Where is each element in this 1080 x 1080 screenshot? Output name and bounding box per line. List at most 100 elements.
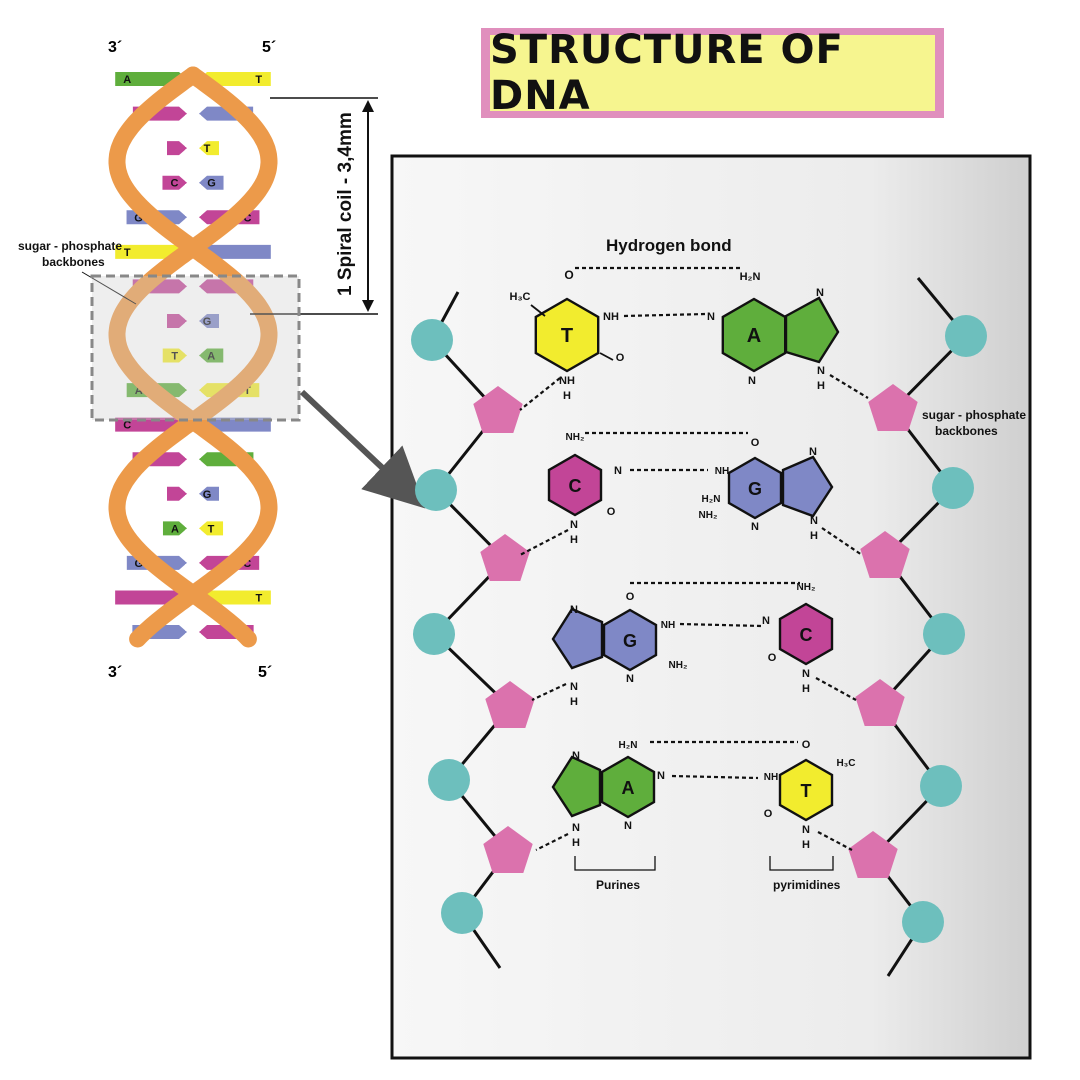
right-base-letter: T bbox=[255, 592, 262, 604]
right-phosphate bbox=[909, 910, 937, 938]
adenine-pentagon bbox=[551, 755, 602, 818]
helix-backbone-label-line2: backbones bbox=[42, 255, 105, 269]
coil-label: 1 Spiral coil - 3,4mm bbox=[335, 112, 356, 296]
glycosidic-bond bbox=[519, 377, 561, 411]
glycosidic-bond bbox=[815, 677, 857, 701]
atom-label: N bbox=[626, 673, 634, 685]
right-base-letter: T bbox=[204, 143, 211, 155]
right-sugar bbox=[848, 831, 898, 878]
zoom-region-box bbox=[90, 274, 301, 422]
base-pair: T bbox=[115, 590, 271, 605]
atom-label: O bbox=[768, 652, 777, 664]
adenine-ring bbox=[600, 755, 656, 819]
cytosine-letter: C bbox=[569, 476, 582, 496]
guanine-ring bbox=[602, 608, 658, 672]
right-phosphate bbox=[920, 765, 962, 807]
cytosine-letter: C bbox=[800, 625, 813, 645]
adenine-letter: A bbox=[622, 778, 635, 798]
hydrogen-bond-label: Hydrogen bond bbox=[606, 236, 732, 255]
left-phosphate bbox=[413, 613, 455, 655]
atom-label: H₃C bbox=[510, 291, 531, 303]
atom-label: NH₂ bbox=[566, 432, 585, 443]
right-base-letter: C bbox=[243, 212, 251, 224]
left-base-letter: C bbox=[123, 420, 131, 432]
right-base-block bbox=[199, 590, 271, 605]
helix-top-left-end: 3´ bbox=[108, 39, 122, 56]
guanine-letter: G bbox=[748, 479, 762, 499]
glycosidic-bond bbox=[531, 683, 567, 701]
left-base-letter: T bbox=[171, 351, 178, 363]
left-sugar bbox=[480, 534, 530, 581]
atom-label: H₂N bbox=[619, 740, 638, 751]
left-sugar bbox=[485, 681, 535, 728]
atom-label: N bbox=[570, 681, 578, 693]
atom-label: N bbox=[802, 824, 810, 836]
left-base-block bbox=[162, 175, 187, 190]
guanine-letter: G bbox=[623, 631, 637, 651]
cytosine-ring bbox=[547, 453, 603, 517]
atom-label: NH bbox=[559, 375, 575, 387]
purines-bracket bbox=[574, 856, 656, 871]
purines-label: Purines bbox=[596, 878, 640, 892]
right-base-letter: T bbox=[208, 523, 215, 535]
thymine-letter: T bbox=[801, 781, 812, 801]
atom-label: H bbox=[810, 530, 818, 542]
atom-label: H bbox=[563, 390, 571, 402]
right-base-letter: G bbox=[203, 316, 212, 328]
atom-label: N bbox=[572, 750, 580, 762]
thymine-ring bbox=[534, 297, 600, 373]
left-base-letter: G bbox=[135, 558, 144, 570]
cytosine-ring bbox=[778, 602, 834, 666]
carbonyl-bond bbox=[599, 352, 614, 361]
atom-label: N bbox=[748, 375, 756, 387]
atom-label: H₂N bbox=[702, 494, 721, 505]
guanine-pentagon bbox=[551, 607, 604, 670]
left-phosphate bbox=[415, 469, 457, 511]
helix-backbone-label-line1: sugar - phosphate bbox=[18, 239, 122, 253]
right-sugar bbox=[868, 384, 918, 431]
adenine-pentagon bbox=[784, 296, 840, 364]
methyl-bond bbox=[530, 304, 546, 317]
atom-label: N bbox=[762, 615, 770, 627]
pyrimidines-label: pyrimidines bbox=[773, 878, 841, 892]
left-base-letter: A bbox=[171, 523, 179, 535]
atom-label: H bbox=[802, 839, 810, 851]
atom-label: NH₂ bbox=[699, 510, 718, 521]
right-phosphate bbox=[932, 467, 974, 509]
guanine-ring bbox=[727, 456, 783, 520]
right-sugar bbox=[855, 679, 905, 726]
left-base-letter: C bbox=[170, 178, 178, 190]
adenine-letter: A bbox=[747, 325, 761, 347]
left-base-block bbox=[162, 521, 187, 536]
atom-label: H bbox=[570, 534, 578, 546]
atom-label: H bbox=[570, 696, 578, 708]
atom-label: N bbox=[572, 822, 580, 834]
atom-label: H₃C bbox=[836, 758, 855, 769]
right-base-letter: T bbox=[244, 385, 251, 397]
atom-label: H bbox=[817, 380, 825, 392]
detail-backbones bbox=[411, 277, 987, 977]
left-base-block bbox=[162, 348, 187, 363]
detail-backbone-label-line1: sugar - phosphate bbox=[922, 408, 1026, 422]
title-banner-inner: STRUCTURE OF DNA bbox=[490, 27, 935, 119]
glycosidic-bond bbox=[519, 529, 569, 556]
atom-label: NH bbox=[715, 466, 729, 477]
atom-label: O bbox=[607, 506, 616, 518]
base-pair: G bbox=[167, 486, 219, 501]
helix-bottom-left-end: 3´ bbox=[108, 664, 122, 681]
atom-label: N bbox=[570, 519, 578, 531]
left-phosphate bbox=[442, 893, 482, 933]
left-phosphate bbox=[411, 319, 453, 361]
guanine-pentagon bbox=[781, 455, 834, 518]
detail-backbone-label-line2: backbones bbox=[935, 424, 998, 438]
helix-bottom-right-end: 5´ bbox=[258, 664, 272, 681]
page-title: STRUCTURE OF DNA bbox=[490, 27, 844, 119]
atom-label: N bbox=[802, 668, 810, 680]
atom-label: N bbox=[809, 446, 817, 458]
atom-label: N bbox=[751, 521, 759, 533]
atom-label: O bbox=[626, 591, 635, 603]
atom-label: N bbox=[707, 311, 715, 323]
strand-b bbox=[108, 66, 278, 648]
